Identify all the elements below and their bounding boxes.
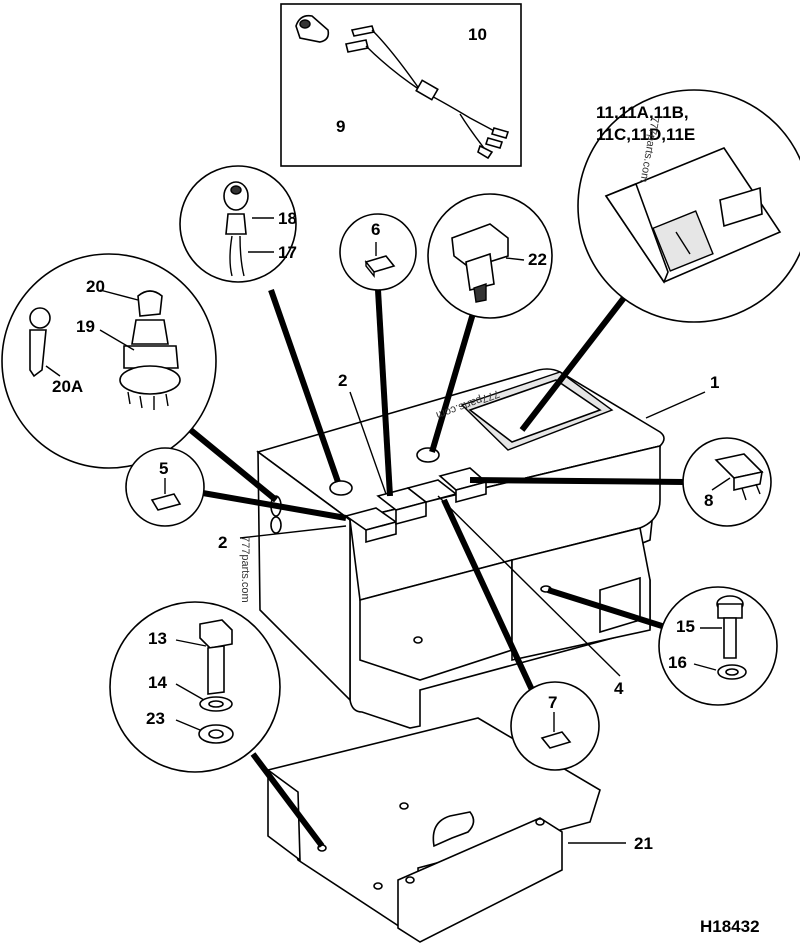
callout-14: 14: [148, 673, 167, 692]
inset-ignition: [1, 253, 217, 469]
inset-harness: [280, 3, 522, 167]
callout-2-top: 2: [338, 371, 347, 390]
callout-19: 19: [76, 317, 95, 336]
callout-17: 17: [278, 243, 297, 262]
inset-bolt: [109, 601, 281, 773]
figure-code: H18432: [700, 917, 760, 936]
callout-22: 22: [528, 250, 547, 269]
callout-21: 21: [634, 834, 653, 853]
callout-6: 6: [371, 220, 380, 239]
callout-labels: 1 2 2 4 5 6 7 8 9 10 11,11A,11B, 11C,11D…: [52, 25, 719, 853]
callout-23: 23: [146, 709, 165, 728]
callout-11-line1: 11,11A,11B,: [596, 103, 689, 122]
inset-display-module: [577, 89, 800, 323]
inset-6: [339, 213, 417, 291]
callout-20: 20: [86, 277, 105, 296]
watermark-side: 777parts.com: [239, 536, 251, 603]
inset-8: [682, 437, 772, 527]
callout-13: 13: [148, 629, 167, 648]
callout-4: 4: [614, 679, 624, 698]
callout-10: 10: [468, 25, 487, 44]
callout-7: 7: [548, 693, 557, 712]
callout-11-line2: 11C,11D,11E: [596, 125, 695, 144]
inset-7: [510, 681, 600, 771]
callout-20a: 20A: [52, 377, 83, 396]
inset-screw: [658, 586, 778, 706]
label-leaders: [45, 217, 731, 732]
callout-9: 9: [336, 117, 345, 136]
callout-18: 18: [278, 209, 297, 228]
callout-8: 8: [704, 491, 713, 510]
callout-15: 15: [676, 617, 695, 636]
callout-2-bottom: 2: [218, 533, 227, 552]
callout-16: 16: [668, 653, 687, 672]
inset-lamp: [179, 165, 297, 283]
switch-row: [344, 467, 488, 544]
callout-5: 5: [159, 459, 168, 478]
callout-1: 1: [710, 373, 719, 392]
thick-leaders: [174, 288, 685, 848]
inset-22: [427, 193, 553, 319]
base-bracket: [266, 717, 601, 943]
